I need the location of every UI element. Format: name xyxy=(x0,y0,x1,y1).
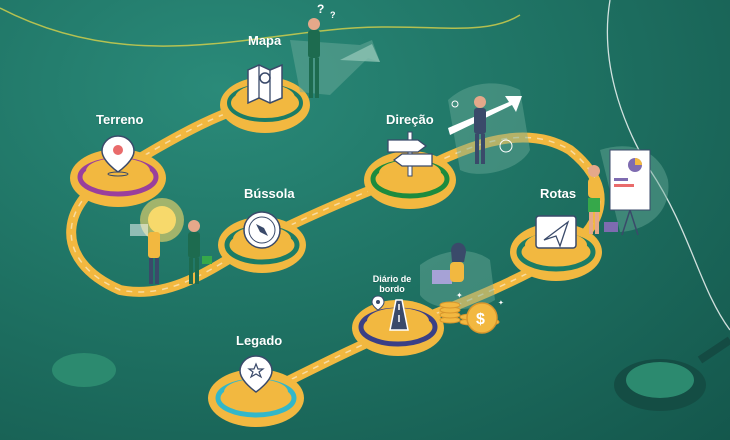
businessman-arrow-up-illustration xyxy=(448,83,530,174)
road-icon xyxy=(389,299,409,331)
businessman-with-arrow-illustration: ? ? xyxy=(290,2,380,98)
navigation-arrow-icon xyxy=(535,215,577,249)
map-icon xyxy=(247,63,283,105)
decorative-line xyxy=(697,336,730,364)
svg-text:?: ? xyxy=(330,10,336,20)
stop-direcao xyxy=(364,131,456,209)
svg-text:$: $ xyxy=(476,311,485,328)
location-pin-icon xyxy=(371,295,385,311)
presenter-with-chart-illustration xyxy=(588,146,669,236)
stop-terreno xyxy=(70,135,166,207)
decorative-blob xyxy=(52,353,116,387)
stop-rotas xyxy=(510,215,602,281)
stop-label-mapa: Mapa xyxy=(248,33,282,48)
stop-label-bussola: Bússola xyxy=(244,186,295,201)
svg-text:✦: ✦ xyxy=(456,291,463,300)
dollar-coin-icon xyxy=(466,302,498,334)
decorative-blob xyxy=(626,362,694,398)
stop-label-legado: Legado xyxy=(236,333,283,348)
stop-label-rotas: Rotas xyxy=(540,186,577,201)
stop-label-direcao: Direção xyxy=(386,112,434,127)
stop-label-terreno: Terreno xyxy=(96,112,144,127)
stop-legado xyxy=(208,355,304,427)
stop-mapa xyxy=(220,63,310,133)
location-pin-icon xyxy=(101,135,135,177)
handshake-lightbulb-illustration xyxy=(130,198,212,284)
stop-label-diario: Diário de bordo xyxy=(372,274,412,294)
stop-bussola xyxy=(218,211,306,273)
journey-road-dashes xyxy=(70,99,601,396)
svg-text:✦: ✦ xyxy=(498,299,504,307)
compass-icon xyxy=(243,211,281,249)
svg-text:?: ? xyxy=(317,2,324,16)
woman-laptop-coins-illustration: $ ✦ ✦ xyxy=(420,242,504,334)
star-pin-icon xyxy=(239,355,273,393)
stop-diario xyxy=(352,295,444,356)
signpost-icon xyxy=(387,131,433,177)
